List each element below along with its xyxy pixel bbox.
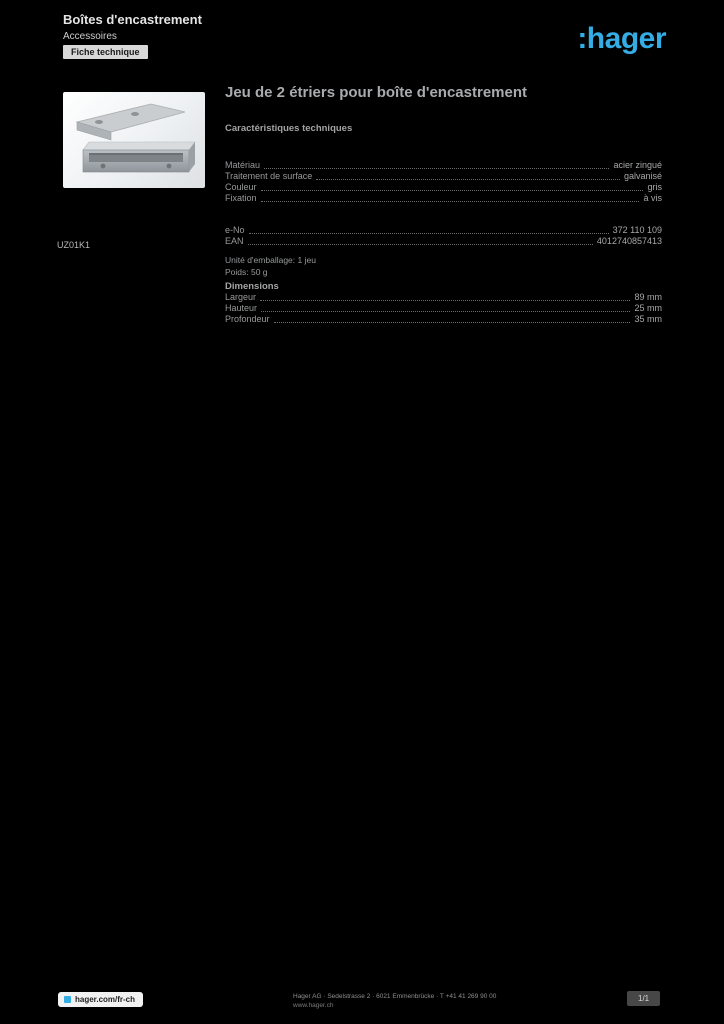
spec-value: galvanisé (623, 171, 662, 181)
category-title: Boîtes d'encastrement (63, 12, 202, 27)
dotted-leader (264, 168, 610, 169)
spec-value: 89 mm (634, 292, 662, 302)
spec-row: e-No 372 110 109 (225, 225, 662, 236)
spec-label: Couleur (225, 182, 257, 192)
spec-label: Fixation (225, 193, 257, 203)
spec-label: Matériau (225, 160, 261, 170)
datasheet-badge: Fiche technique (63, 45, 148, 59)
spec-row: Profondeur 35 mm (225, 314, 662, 325)
product-reference: UZ01K1 (57, 240, 91, 250)
dotted-leader (260, 190, 644, 191)
dotted-leader (248, 233, 609, 234)
section-header-dimensions: Dimensions (225, 281, 279, 292)
spec-value: 4012740857413 (596, 236, 662, 246)
section-header-technical: Caractéristiques techniques (225, 123, 353, 134)
hager-logo-mark-icon (64, 996, 71, 1003)
product-photo (63, 92, 205, 188)
dimensions-spec-table: Largeur 89 mm Hauteur 25 mm Profondeur 35 mm (225, 292, 662, 325)
product-title: Jeu de 2 étriers pour boîte d'encastreme… (225, 84, 527, 101)
website-link-label: hager.com/fr-ch (75, 995, 136, 1004)
spec-row: Matériau acier zingué (225, 160, 662, 171)
spec-row: Hauteur 25 mm (225, 303, 662, 314)
dotted-leader (261, 311, 631, 312)
spec-value: 372 110 109 (612, 225, 662, 235)
spec-label: Traitement de surface (225, 171, 313, 181)
note-line: Poids: 50 g (225, 267, 268, 277)
note-line: Unité d'emballage: 1 jeu (225, 255, 316, 265)
dotted-leader (316, 179, 620, 180)
spec-row: Fixation à vis (225, 193, 662, 204)
spec-row: Traitement de surface galvanisé (225, 171, 662, 182)
company-info: Hager AG · Sedelstrasse 2 · 6021 Emmenbr… (293, 993, 513, 1010)
spec-value: à vis (643, 193, 662, 203)
spec-row: Couleur gris (225, 182, 662, 193)
spec-value: gris (647, 182, 662, 192)
dotted-leader (260, 201, 640, 202)
product-photo-image (75, 103, 196, 173)
dotted-leader (247, 244, 593, 245)
spec-label: e-No (225, 225, 245, 235)
category-subtitle: Accessoires (63, 31, 117, 42)
spec-row: Largeur 89 mm (225, 292, 662, 303)
spec-label: Hauteur (225, 303, 258, 313)
spec-value: 35 mm (634, 314, 662, 324)
page-number-badge: 1/1 (627, 991, 661, 1006)
company-website: www.hager.ch (293, 1002, 334, 1009)
website-link[interactable]: hager.com/fr-ch (58, 992, 144, 1007)
spec-label: EAN (225, 236, 244, 246)
hager-logo: :hager (577, 22, 666, 55)
company-address: Hager AG · Sedelstrasse 2 · 6021 Emmenbr… (293, 993, 497, 1000)
spec-label: Profondeur (225, 314, 270, 324)
spec-row: EAN 4012740857413 (225, 236, 662, 247)
dotted-leader (273, 322, 631, 323)
spec-value: acier zingué (613, 160, 662, 170)
spec-label: Largeur (225, 292, 257, 302)
dotted-leader (260, 300, 631, 301)
spec-value: 25 mm (634, 303, 662, 313)
